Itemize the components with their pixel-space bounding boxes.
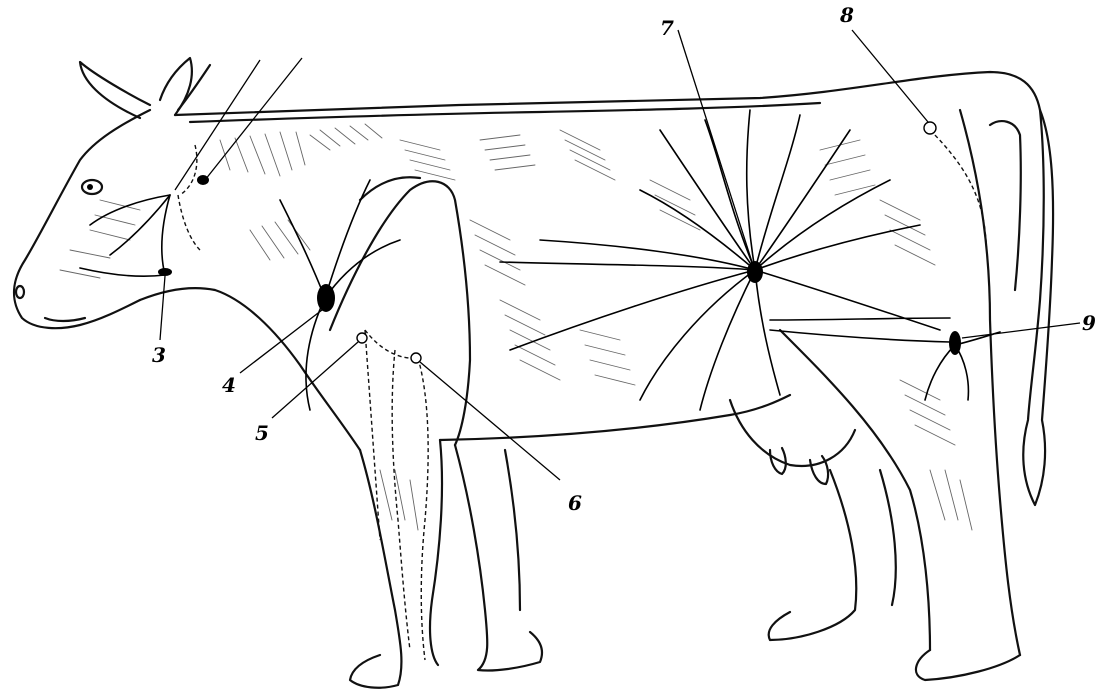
label-4: 4 [222,373,236,397]
node-mandibular [158,268,172,276]
node-popliteal [949,331,961,355]
label-3: 3 [152,343,166,367]
node-prefemoral [747,261,763,283]
vessels-node-4 [280,180,400,410]
label-9: 9 [1082,311,1096,335]
node-6 [411,353,421,363]
cow-outline [14,58,1053,688]
vessels-node-3 [80,195,170,276]
node-prescapular [317,284,335,312]
label-8: 8 [839,3,854,27]
figure-labels: 3 4 5 6 7 8 9 [152,3,1096,515]
dashed-vessels [178,130,990,660]
label-5: 5 [255,421,269,445]
muscle-hatching [60,124,972,530]
label-6: 6 [568,491,582,515]
node-8 [924,122,936,134]
lymph-nodes [158,122,961,363]
vessels-node-7 [500,110,950,410]
leader-lines [160,30,1080,480]
label-7: 7 [660,16,674,40]
node-5 [357,333,367,343]
